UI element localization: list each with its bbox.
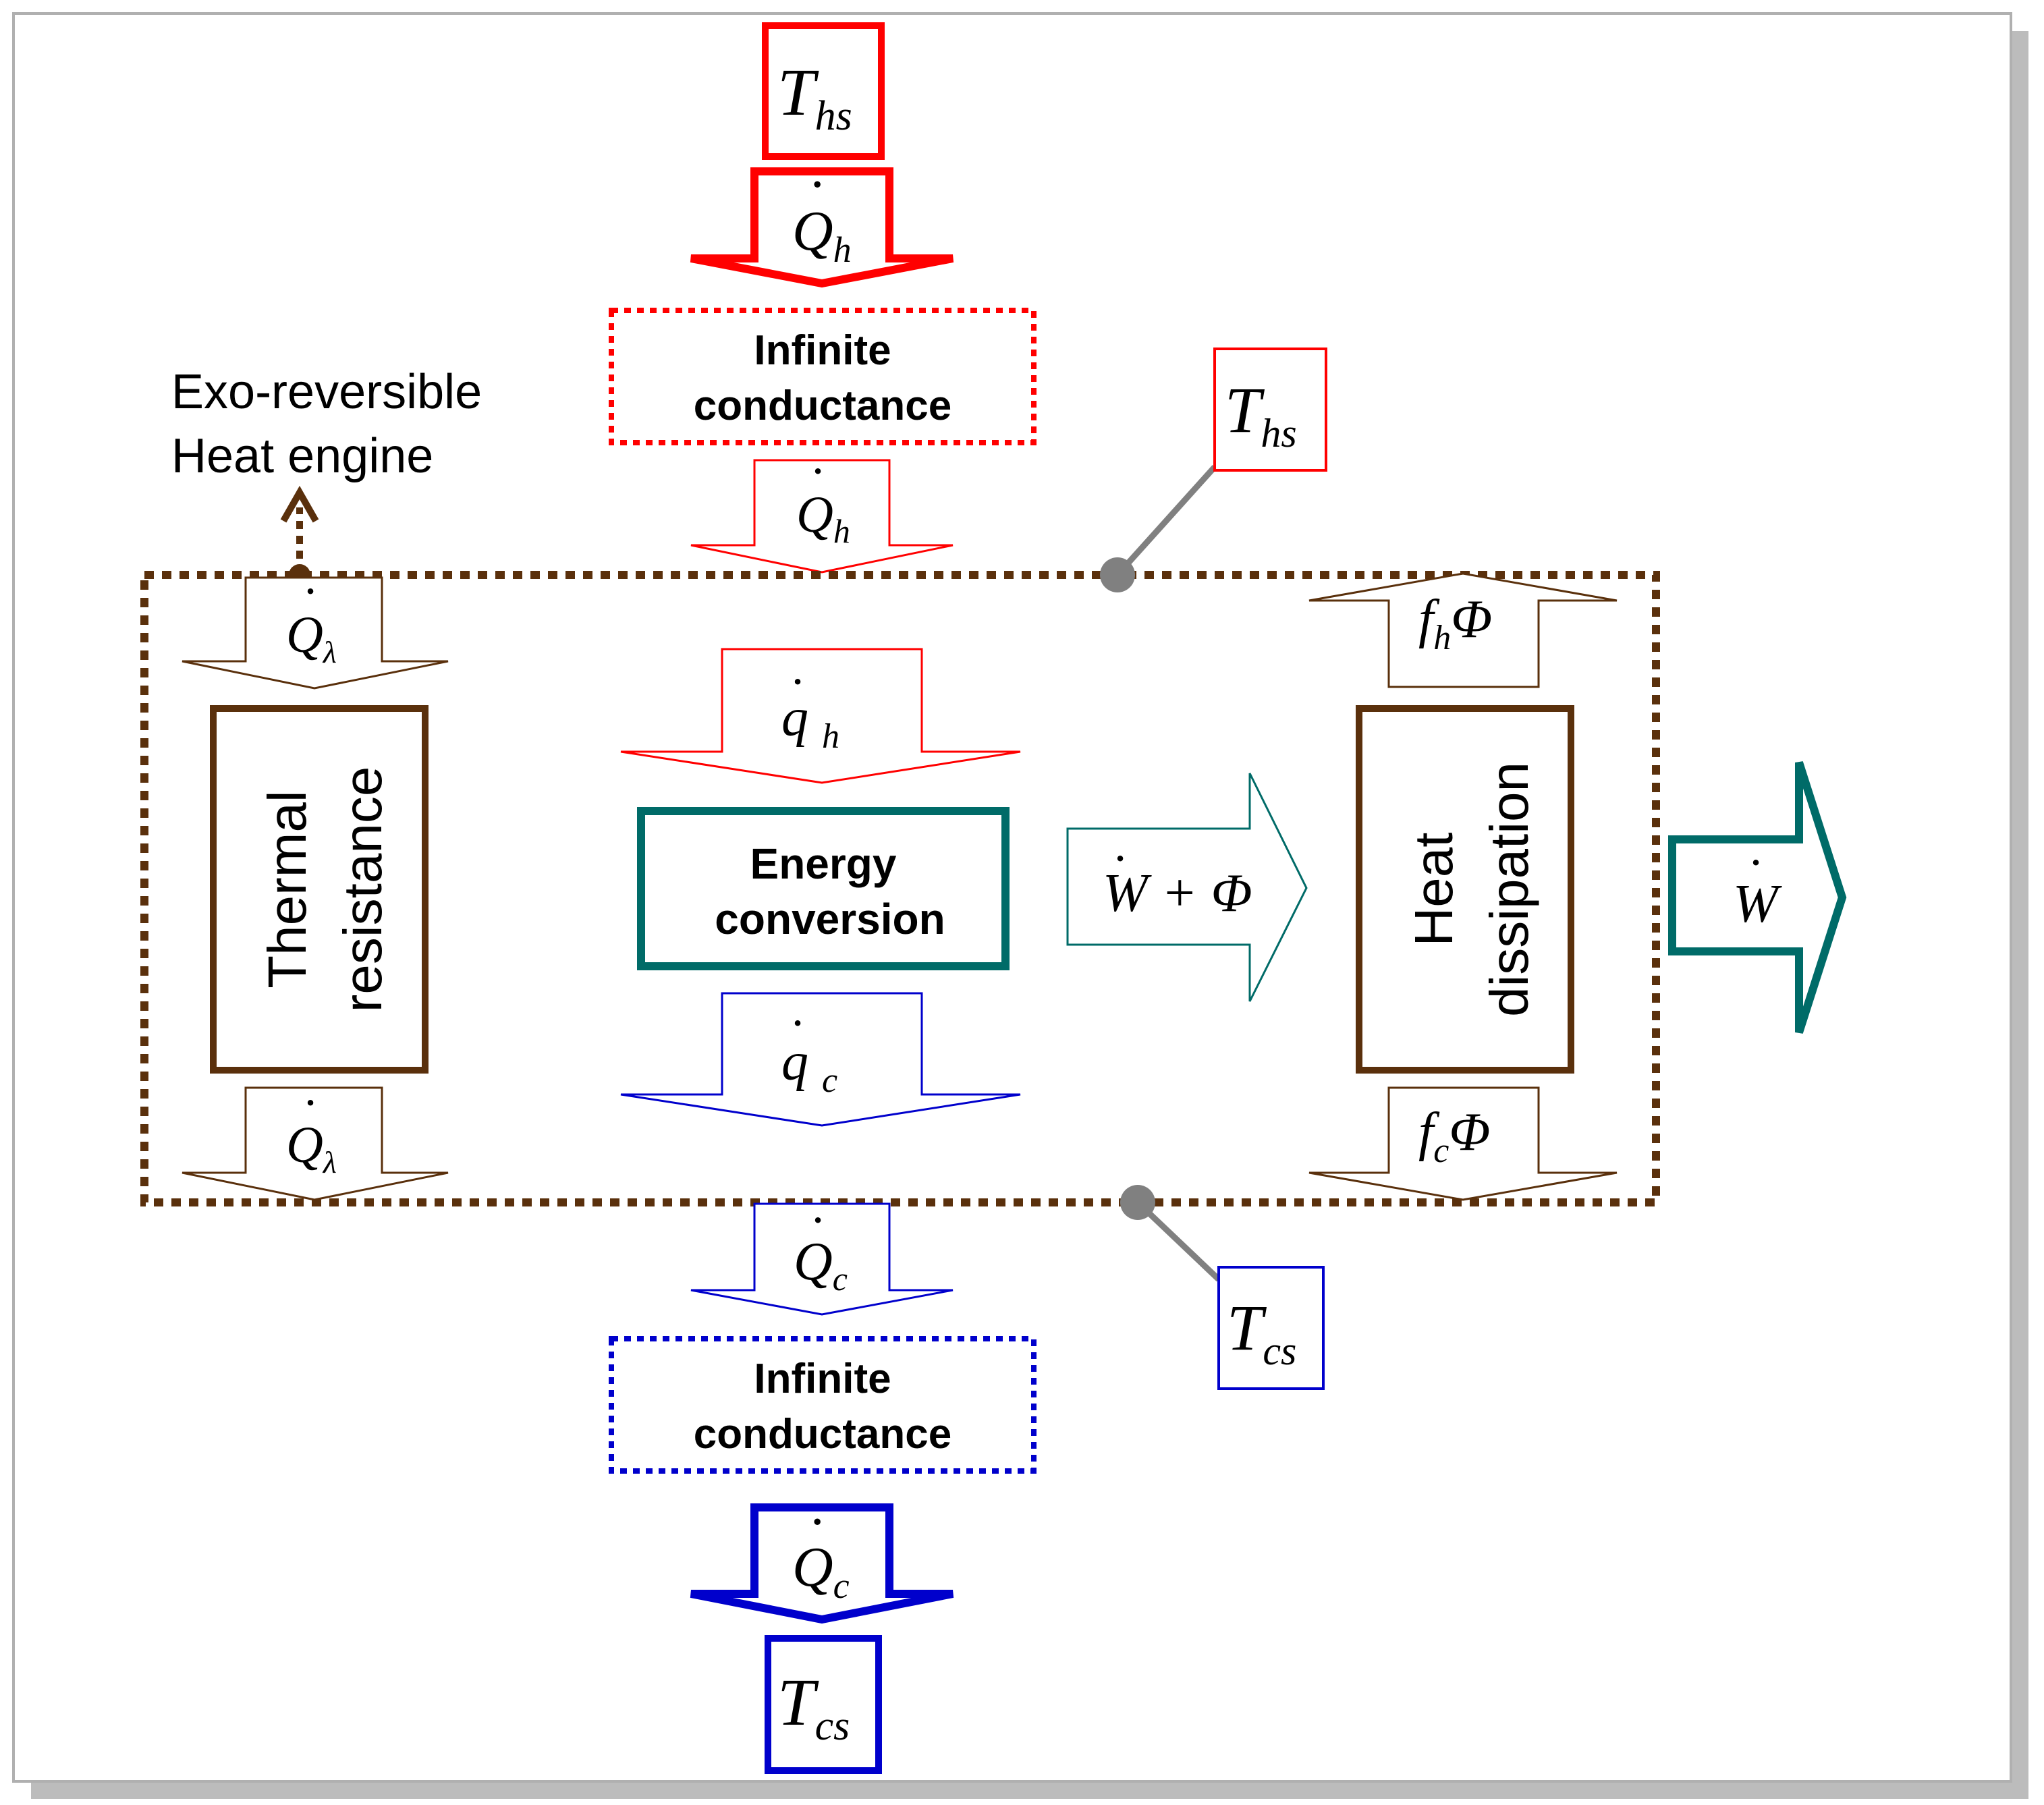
energy-conversion-line2: conversion — [715, 895, 945, 943]
conduction-arrow-top — [182, 576, 449, 690]
thermal-resistance-line2: resistance — [333, 767, 393, 1013]
system-boundary — [140, 571, 1660, 1206]
qc-mid-dot: · — [811, 1193, 823, 1247]
callout-hot-label: Ths — [1225, 374, 1297, 455]
callout-cold-connector — [1135, 1200, 1221, 1282]
heat-flow-arrow-qh-top — [690, 167, 954, 288]
qh-top-dot: · — [810, 155, 823, 215]
work-dissipation-arrow — [1066, 773, 1308, 1002]
callout-hot-dot — [1100, 557, 1135, 592]
qh-mid-dot: · — [811, 444, 823, 498]
hot-conductance-line2: conductance — [694, 383, 951, 429]
exo-pointer-arrowhead — [280, 485, 319, 523]
callout-hot-connector — [1115, 464, 1217, 578]
heat-flow-arrow-qc-mid — [690, 1202, 954, 1316]
qh-mid-label: Qh — [796, 487, 850, 550]
hot-source-box — [762, 22, 885, 160]
qc-internal-dot: · — [791, 996, 803, 1050]
qlambda-bottom-label: Qλ — [286, 1117, 337, 1179]
hot-source-label: Ths — [777, 55, 852, 139]
heat-dissipation-line2: dissipation — [1479, 762, 1539, 1017]
thermal-resistance-line1: Thermal — [257, 790, 317, 988]
cold-infinite-conductance-box — [609, 1336, 1037, 1474]
thermal-resistance-box — [210, 705, 429, 1074]
heat-dissipation-line1: Heat — [1404, 833, 1464, 947]
fc-phi-label: fcΦ — [1418, 1103, 1490, 1170]
heat-dissipation-box — [1356, 705, 1574, 1074]
energy-conversion-box — [637, 807, 1010, 970]
conduction-arrow-bottom — [182, 1086, 449, 1201]
energy-conversion-line1: Energy — [750, 839, 897, 888]
fh-phi-label: fhΦ — [1418, 590, 1492, 657]
callout-cold-box — [1217, 1266, 1325, 1390]
internal-heat-arrow-qh — [620, 648, 1021, 784]
dissipation-arrow-up — [1308, 572, 1618, 688]
internal-heat-arrow-qc — [620, 992, 1021, 1127]
exo-reversible-label-line1: Exo-reversible — [171, 365, 482, 419]
cold-sink-label: Tcs — [777, 1665, 850, 1749]
w-plus-phi-label: W + Φ — [1103, 864, 1252, 923]
cold-conductance-line2: conductance — [694, 1411, 951, 1457]
callout-hot-box — [1213, 348, 1327, 472]
exo-reversible-label-line2: Heat engine — [171, 429, 433, 483]
qc-bottom-label: Qc — [792, 1536, 850, 1606]
cold-sink-box — [765, 1635, 882, 1774]
dissipation-arrow-down — [1308, 1086, 1618, 1201]
heat-flow-arrow-qc-bottom — [690, 1503, 954, 1624]
qlambda-bottom-dot: · — [304, 1076, 316, 1130]
qh-top-label: Qh — [792, 200, 852, 270]
callout-cold-label: Tcs — [1227, 1292, 1296, 1373]
hot-conductance-line1: Infinite — [754, 327, 891, 374]
hot-infinite-conductance-box — [609, 308, 1037, 445]
w-out-dot: · — [1749, 835, 1761, 889]
qlambda-top-label: Qλ — [286, 607, 337, 669]
qlambda-top-dot: · — [304, 564, 316, 618]
callout-cold-dot — [1120, 1185, 1155, 1220]
qh-internal-dot: · — [791, 655, 803, 709]
heat-flow-arrow-qh-mid — [690, 459, 954, 574]
cold-conductance-line1: Infinite — [754, 1356, 891, 1402]
qc-bottom-dot: · — [810, 1493, 823, 1552]
work-output-arrow — [1668, 761, 1847, 1034]
w-out-label: W — [1733, 874, 1782, 934]
qc-mid-label: Qc — [794, 1232, 848, 1298]
w-plus-phi-dot: · — [1113, 831, 1126, 885]
